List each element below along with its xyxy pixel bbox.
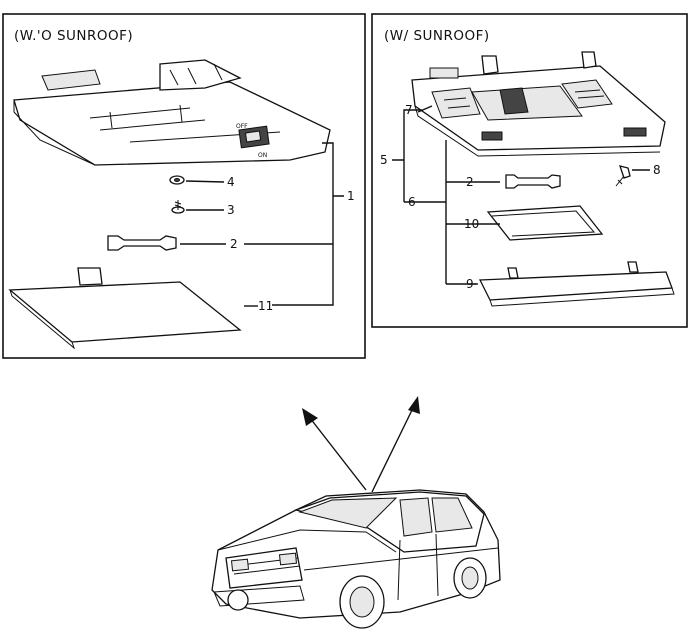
screw-right bbox=[615, 165, 650, 187]
panel-frame-right bbox=[371, 13, 688, 328]
bracket-6 bbox=[404, 140, 482, 285]
label-lamp-assembly: 1 bbox=[347, 189, 355, 203]
lens-left bbox=[8, 267, 258, 350]
panel-title-left: (W.'O SUNROOF) bbox=[14, 28, 133, 44]
label-screw-left: 3 bbox=[227, 203, 235, 217]
label-cover-right: 9 bbox=[466, 277, 474, 291]
screw-left bbox=[171, 200, 224, 214]
label-screw-right: 8 bbox=[653, 163, 661, 177]
label-lens-left: 11 bbox=[258, 299, 273, 313]
leader-7 bbox=[417, 105, 433, 113]
switch-off-mark: OFF bbox=[236, 123, 248, 130]
bracket-assembly-left bbox=[244, 142, 344, 306]
label-switch-7: 7 bbox=[405, 103, 413, 117]
location-arrows bbox=[302, 396, 420, 493]
washer bbox=[169, 175, 225, 185]
room-lamp-housing: OFF ON bbox=[13, 59, 331, 166]
label-bulb-right: 2 bbox=[466, 175, 474, 189]
sunroof-console-housing bbox=[411, 51, 666, 157]
lens-right bbox=[482, 205, 604, 241]
label-washer: 4 bbox=[227, 175, 235, 189]
bulb-right bbox=[478, 174, 561, 189]
label-lamp-6: 6 bbox=[408, 195, 416, 209]
cover-right bbox=[474, 261, 675, 307]
panel-with-sunroof: (W/ SUNROOF) bbox=[371, 13, 688, 328]
bracket-5 bbox=[392, 109, 422, 202]
car-illustration bbox=[211, 489, 501, 629]
switch-on-mark: ON bbox=[258, 152, 267, 159]
panel-frame-left bbox=[2, 13, 366, 359]
label-console-5: 5 bbox=[380, 153, 388, 167]
label-bulb-left: 2 bbox=[230, 237, 238, 251]
bulb-left bbox=[107, 235, 226, 251]
label-lens-right: 10 bbox=[464, 217, 479, 231]
panel-without-sunroof: (W.'O SUNROOF) OFF ON bbox=[2, 13, 366, 359]
panel-title-right: (W/ SUNROOF) bbox=[384, 28, 490, 44]
